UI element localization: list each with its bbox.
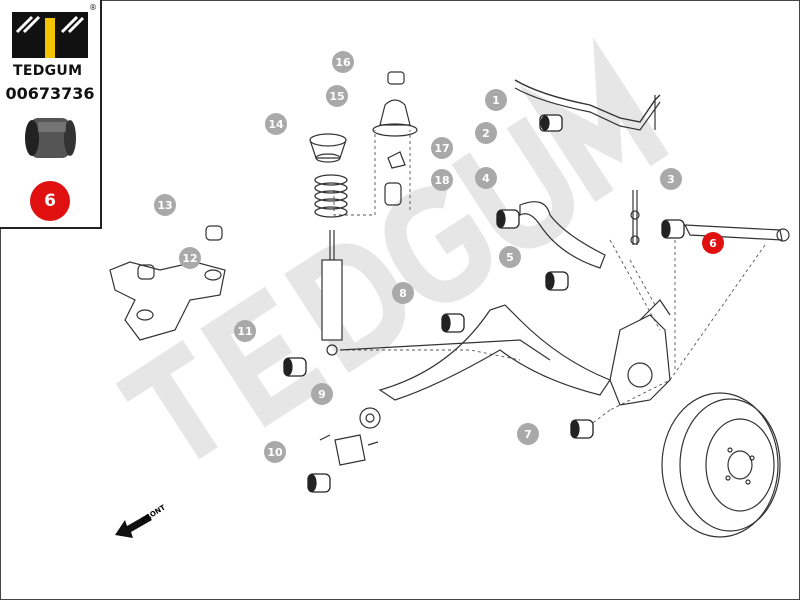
product-sidebar: ® TEDGUM 00673736 6 [0,0,102,229]
callout-14[interactable]: 14 [265,113,287,135]
callout-4[interactable]: 4 [475,167,497,189]
brand-name: TEDGUM [13,63,83,79]
callout-16[interactable]: 16 [332,51,354,73]
callout-17[interactable]: 17 [431,137,453,159]
callout-12[interactable]: 12 [179,247,201,269]
callout-1[interactable]: 1 [485,89,507,111]
registered-mark: ® [89,3,97,12]
callout-2[interactable]: 2 [475,122,497,144]
callout-15[interactable]: 15 [326,85,348,107]
bushing-4 [496,209,520,229]
front-arrow-icon [115,514,152,538]
bushing-10 [307,473,331,493]
callout-10[interactable]: 10 [264,441,286,463]
position-badge: 6 [30,181,70,221]
bushing-11 [283,357,307,377]
callout-9[interactable]: 9 [311,383,333,405]
bushing-7 [570,419,594,439]
bushing-6 [661,219,685,239]
sidebar-graphics [12,12,88,158]
callout-18[interactable]: 18 [431,169,453,191]
bushing-product-image [25,118,76,158]
bushing-8 [441,313,465,333]
callout-3[interactable]: 3 [660,168,682,190]
callout-13[interactable]: 13 [154,194,176,216]
callout-6-active[interactable]: 6 [702,232,724,254]
tedgum-logo [12,12,88,58]
callout-7[interactable]: 7 [517,423,539,445]
callout-11[interactable]: 11 [234,320,256,342]
callout-5[interactable]: 5 [499,246,521,268]
bushing-5 [545,271,569,291]
part-number: 00673736 [5,84,95,103]
bushing-1 [539,114,563,132]
callout-8[interactable]: 8 [392,282,414,304]
